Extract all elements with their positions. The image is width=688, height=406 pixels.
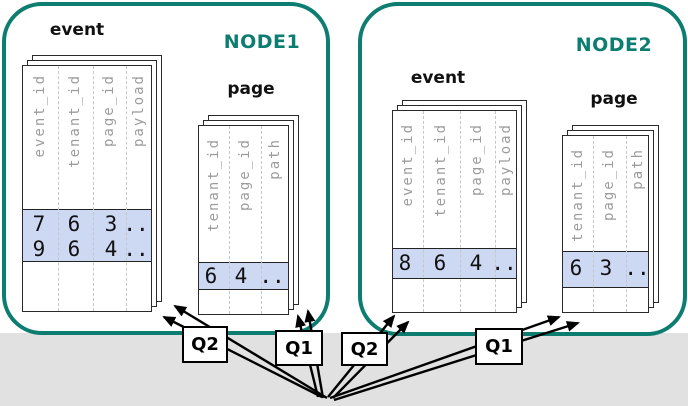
cell-value: .. [624,256,650,280]
node1-label: NODE1 [223,31,301,53]
column-header: page_id [469,123,485,197]
table-front: tenant_id page_id path 6 4 .. [198,125,289,315]
node2-label: NODE2 [575,34,653,56]
column-header: path [630,148,646,190]
cell-value: 6 [433,251,447,275]
column-divider [460,111,461,312]
query-box-q2-node2: Q2 [341,332,388,366]
column-header: path [267,138,283,180]
table-front: event_id tenant_id page_id payload 7 6 3… [22,65,152,312]
node2-event-table-title: event [410,68,466,88]
column-divider [626,136,627,312]
column-header: payload [131,74,147,148]
column-divider [261,126,262,314]
column-header: tenant_id [206,138,222,232]
column-divider [423,111,424,312]
column-header: event_id [32,74,48,158]
cell-value: 4 [104,237,118,261]
cell-value: 6 [67,237,81,261]
node2-page-table: tenant_id page_id path 6 3 .. [562,125,659,313]
column-header: page_id [601,148,617,222]
cell-value: 3 [599,256,613,280]
query-box-q1-node1: Q1 [275,330,323,366]
cell-value: 3 [104,212,118,236]
cell-value: 7 [32,212,46,236]
column-header: payload [498,123,514,197]
node1-page-table-title: page [227,79,275,99]
cell-value: 4 [234,264,248,288]
cell-value: 6 [67,212,81,236]
column-header: tenant_id [570,148,586,242]
cell-value: .. [259,264,285,288]
column-header: tenant_id [67,74,83,168]
column-divider [593,136,594,312]
cell-value: .. [491,251,517,275]
column-header: event_id [400,123,416,207]
cell-value: 6 [204,264,218,288]
node1-page-table: tenant_id page_id path 6 4 .. [198,115,299,315]
cell-value: 8 [398,251,412,275]
query-box-q1-node2: Q1 [475,328,523,365]
node1-event-table-title: event [49,20,105,40]
column-header: page_id [101,74,117,148]
column-divider [58,66,59,311]
table-front: event_id tenant_id page_id payload 8 6 4… [392,110,517,313]
column-header: page_id [237,138,253,212]
highlighted-rows [199,262,288,290]
node1-event-table: event_id tenant_id page_id payload 7 6 3… [22,55,162,312]
cell-value: 9 [32,237,46,261]
cell-value: .. [123,212,149,236]
column-header: tenant_id [433,123,449,217]
query-box-q2-node1: Q2 [182,326,228,363]
node2-page-table-title: page [590,89,638,109]
column-divider [93,66,94,311]
table-front: tenant_id page_id path 6 3 .. [562,135,650,313]
highlighted-rows [563,251,648,288]
cell-value: 6 [569,256,583,280]
column-divider [495,111,496,312]
cell-value: .. [123,237,149,261]
highlighted-rows [23,209,151,262]
node2-event-table: event_id tenant_id page_id payload 8 6 4… [392,100,527,313]
column-divider [126,66,127,311]
column-divider [229,126,230,314]
cell-value: 4 [469,251,483,275]
